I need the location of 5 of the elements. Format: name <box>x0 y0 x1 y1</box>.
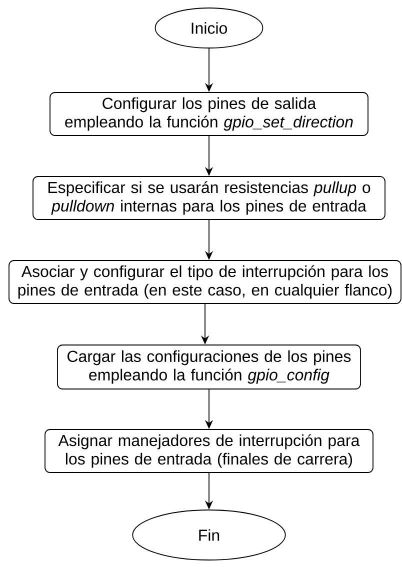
process-box: Asociar y configurar el tipo de interrupción para los pines de entrada (en este caso, en cualquier flanco) <box>8 260 402 304</box>
process-box: Configurar los pines de salida empleando la función gpio_set_direction <box>50 92 368 136</box>
process-box: Especificar si se usarán resistencias pullup o pulldown internas para los pines de entrada <box>32 176 386 220</box>
process-box: Asignar manejadores de interrupción para los pines de entrada (finales de carrera) <box>44 429 374 473</box>
process-box: Cargar las configuraciones de los pines empleando la función gpio_config <box>57 344 361 390</box>
